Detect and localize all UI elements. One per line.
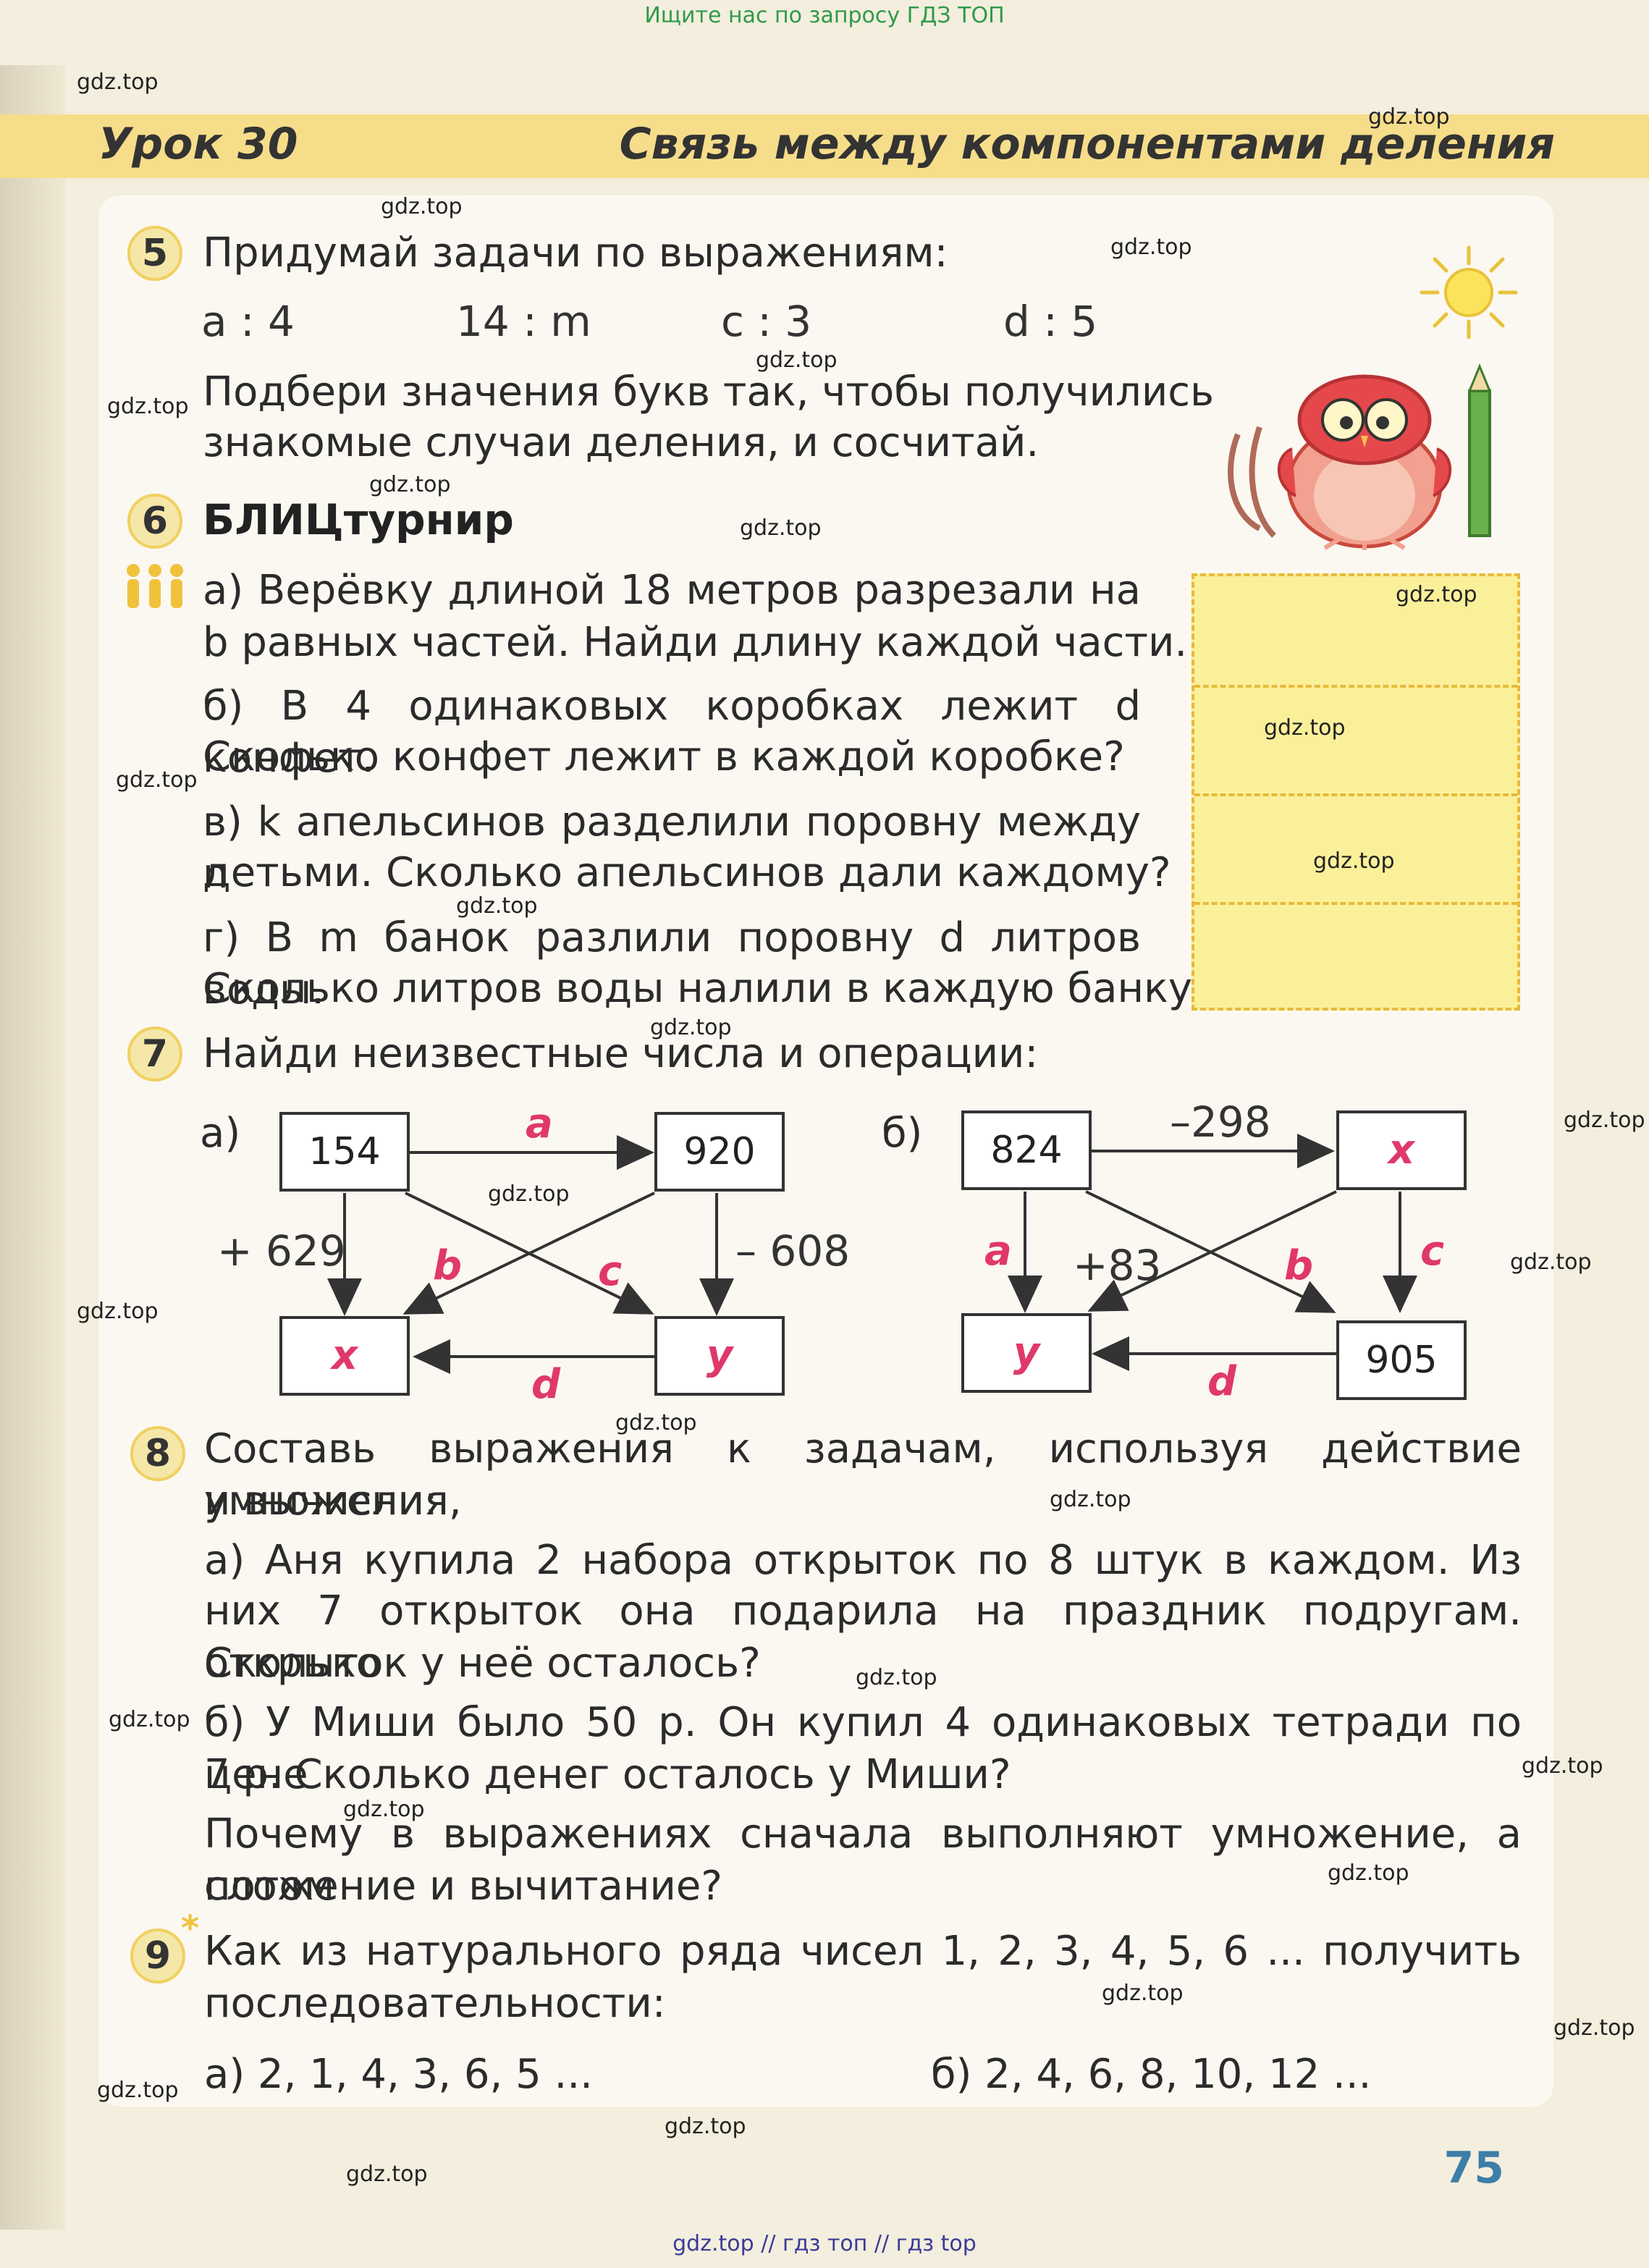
watermark: gdz.top <box>1368 104 1450 130</box>
owl-illustration <box>1194 362 1527 550</box>
task-9-line-1: Как из натурального ряда чисел 1, 2, 3, … <box>204 1928 1522 1975</box>
lesson-number: Урок 30 <box>98 119 298 169</box>
task-6-number: 6 <box>127 494 182 549</box>
watermark: gdz.top <box>116 767 198 793</box>
answer-box <box>1192 573 1520 1011</box>
watermark: gdz.top <box>346 2162 428 2187</box>
task-9-sequence-b: б) 2, 4, 6, 8, 10, 12 ... <box>931 2051 1372 2098</box>
watermark: gdz.top <box>1510 1249 1592 1275</box>
watermark: gdz.top <box>97 2078 179 2103</box>
diagram-b-cross-plus: +83 <box>1073 1241 1162 1290</box>
watermark: gdz.top <box>1553 2015 1635 2041</box>
diagram-a-op-left: + 629 <box>217 1226 346 1276</box>
task-8b-line-2: 7 р. Сколько денег осталось у Миши? <box>204 1751 1011 1798</box>
watermark: gdz.top <box>1110 235 1192 260</box>
page-number: 75 <box>1443 2143 1505 2193</box>
watermark: gdz.top <box>856 1665 937 1690</box>
diagram-a-op-bottom: d <box>531 1361 561 1408</box>
diagram-a-cross-c: c <box>598 1248 623 1295</box>
task-7-text: Найди неизвестные числа и операции: <box>203 1030 1039 1077</box>
task-6a-line-2: b равных частей. Найди длину каждой част… <box>203 619 1188 666</box>
watermark: gdz.top <box>1328 1860 1409 1886</box>
task-8-question-line-1: Почему в выражениях сначала выполняют ум… <box>204 1810 1522 1910</box>
watermark: gdz.top <box>343 1797 425 1822</box>
diagram-a-bottom-left: x <box>279 1316 410 1396</box>
task-5-text: Придумай задачи по выражениям: <box>203 229 948 277</box>
task-7-number: 7 <box>127 1026 182 1082</box>
watermark: gdz.top <box>369 472 451 497</box>
diagram-b-top-right: x <box>1336 1110 1467 1190</box>
diagram-b-cross-b: b <box>1284 1242 1314 1289</box>
diagram-b-label: б) <box>882 1110 923 1157</box>
watermark: gdz.top <box>1522 1753 1603 1779</box>
watermark: gdz.top <box>381 194 463 219</box>
top-banner[interactable]: Ищите нас по запросу ГДЗ ТОП <box>644 3 1005 28</box>
watermark: gdz.top <box>1564 1108 1645 1133</box>
watermark: gdz.top <box>456 893 538 919</box>
diagram-b-op-left: a <box>984 1228 1012 1275</box>
task-5-number: 5 <box>127 226 182 281</box>
diagram-a-op-top: a <box>526 1100 553 1147</box>
watermark: gdz.top <box>77 1299 159 1324</box>
task-8a-line-1: а) Аня купила 2 набора открыток по 8 шту… <box>204 1537 1522 1584</box>
diagram-b-op-top: –298 <box>1170 1097 1271 1147</box>
task-8-line-2: и вычисли: <box>204 1477 438 1525</box>
task-6d-line-1: г) В m банок разлили поровну d литров во… <box>203 914 1141 1013</box>
expression-2: 14 : m <box>456 297 591 346</box>
task-8b-line-1: б) У Миши было 50 р. Он купил 4 одинаков… <box>204 1699 1522 1798</box>
watermark: gdz.top <box>1313 848 1395 874</box>
task-6b-line-1: б) В 4 одинаковых коробках лежит d конфе… <box>203 683 1141 782</box>
task-6-title: БЛИЦтурнир <box>203 495 514 544</box>
task-9-star: * <box>181 1908 200 1949</box>
diagram-a-top-right: 920 <box>654 1112 785 1192</box>
task-6a-line-1: а) Верёвку длиной 18 метров разрезали на <box>203 567 1141 614</box>
task-8-question-line-2: сложение и вычитание? <box>204 1863 723 1910</box>
lesson-title: Связь между компонентами деления <box>619 119 1555 169</box>
watermark: gdz.top <box>756 347 838 373</box>
lesson-header-bar <box>0 114 1649 178</box>
watermark: gdz.top <box>740 515 822 541</box>
diagram-a-op-right: – 608 <box>735 1226 851 1276</box>
diagram-a-top-left: 154 <box>279 1112 410 1192</box>
task-8a-line-3: открыток у неё осталось? <box>204 1640 761 1687</box>
task-8-number: 8 <box>130 1426 185 1481</box>
diagram-b-op-bottom: d <box>1207 1358 1237 1405</box>
bottom-banner[interactable]: gdz.top // гдз топ // гдз top <box>672 2231 977 2256</box>
diagram-b-bottom-left: y <box>961 1313 1092 1393</box>
diagram-b-op-right: c <box>1420 1228 1445 1275</box>
watermark: gdz.top <box>109 1707 190 1732</box>
diagram-a-label: а) <box>200 1110 241 1157</box>
diagram-b-top-left: 824 <box>961 1110 1092 1190</box>
sun-icon <box>1414 242 1523 343</box>
task-8-line-1: Составь выражения к задачам, используя д… <box>204 1425 1522 1525</box>
watermark: gdz.top <box>488 1181 570 1207</box>
watermark: gdz.top <box>1050 1487 1131 1512</box>
task-5-line-3: знакомые случаи деления, и сосчитай. <box>203 419 1039 466</box>
task-9-sequence-a: а) 2, 1, 4, 3, 6, 5 ... <box>204 2051 593 2098</box>
expression-1: a : 4 <box>201 297 295 346</box>
expression-3: c : 3 <box>721 297 812 346</box>
task-6b-line-2: Сколько конфет лежит в каждой коробке? <box>203 733 1125 780</box>
watermark: gdz.top <box>650 1015 732 1040</box>
watermark: gdz.top <box>665 2114 746 2139</box>
expression-4: d : 5 <box>1003 297 1098 346</box>
diagram-a-bottom-right: y <box>654 1316 785 1396</box>
diagram-a-cross-b: b <box>433 1242 463 1289</box>
page-spine-shadow <box>0 65 65 2230</box>
team-icon <box>122 562 188 612</box>
task-5-line-2: Подбери значения букв так, чтобы получил… <box>203 368 1215 416</box>
task-6c-line-2: детьми. Сколько апельсинов дали каждому? <box>203 849 1171 896</box>
task-6d-line-2: Сколько литров воды налили в каждую банк… <box>203 965 1214 1012</box>
task-6c-line-1: в) k апельсинов разделили поровну между … <box>203 798 1141 898</box>
watermark: gdz.top <box>615 1410 697 1436</box>
task-9-number: 9 <box>130 1928 185 1984</box>
watermark: gdz.top <box>77 69 159 95</box>
watermark: gdz.top <box>1102 1981 1184 2006</box>
diagram-b-bottom-right: 905 <box>1336 1320 1467 1400</box>
task-8a-line-2: них 7 открыток она подарила на праздник … <box>204 1588 1522 1687</box>
watermark: gdz.top <box>1396 582 1477 607</box>
watermark: gdz.top <box>107 394 189 419</box>
watermark: gdz.top <box>1264 715 1346 741</box>
task-9-line-2: последовательности: <box>204 1980 666 2027</box>
